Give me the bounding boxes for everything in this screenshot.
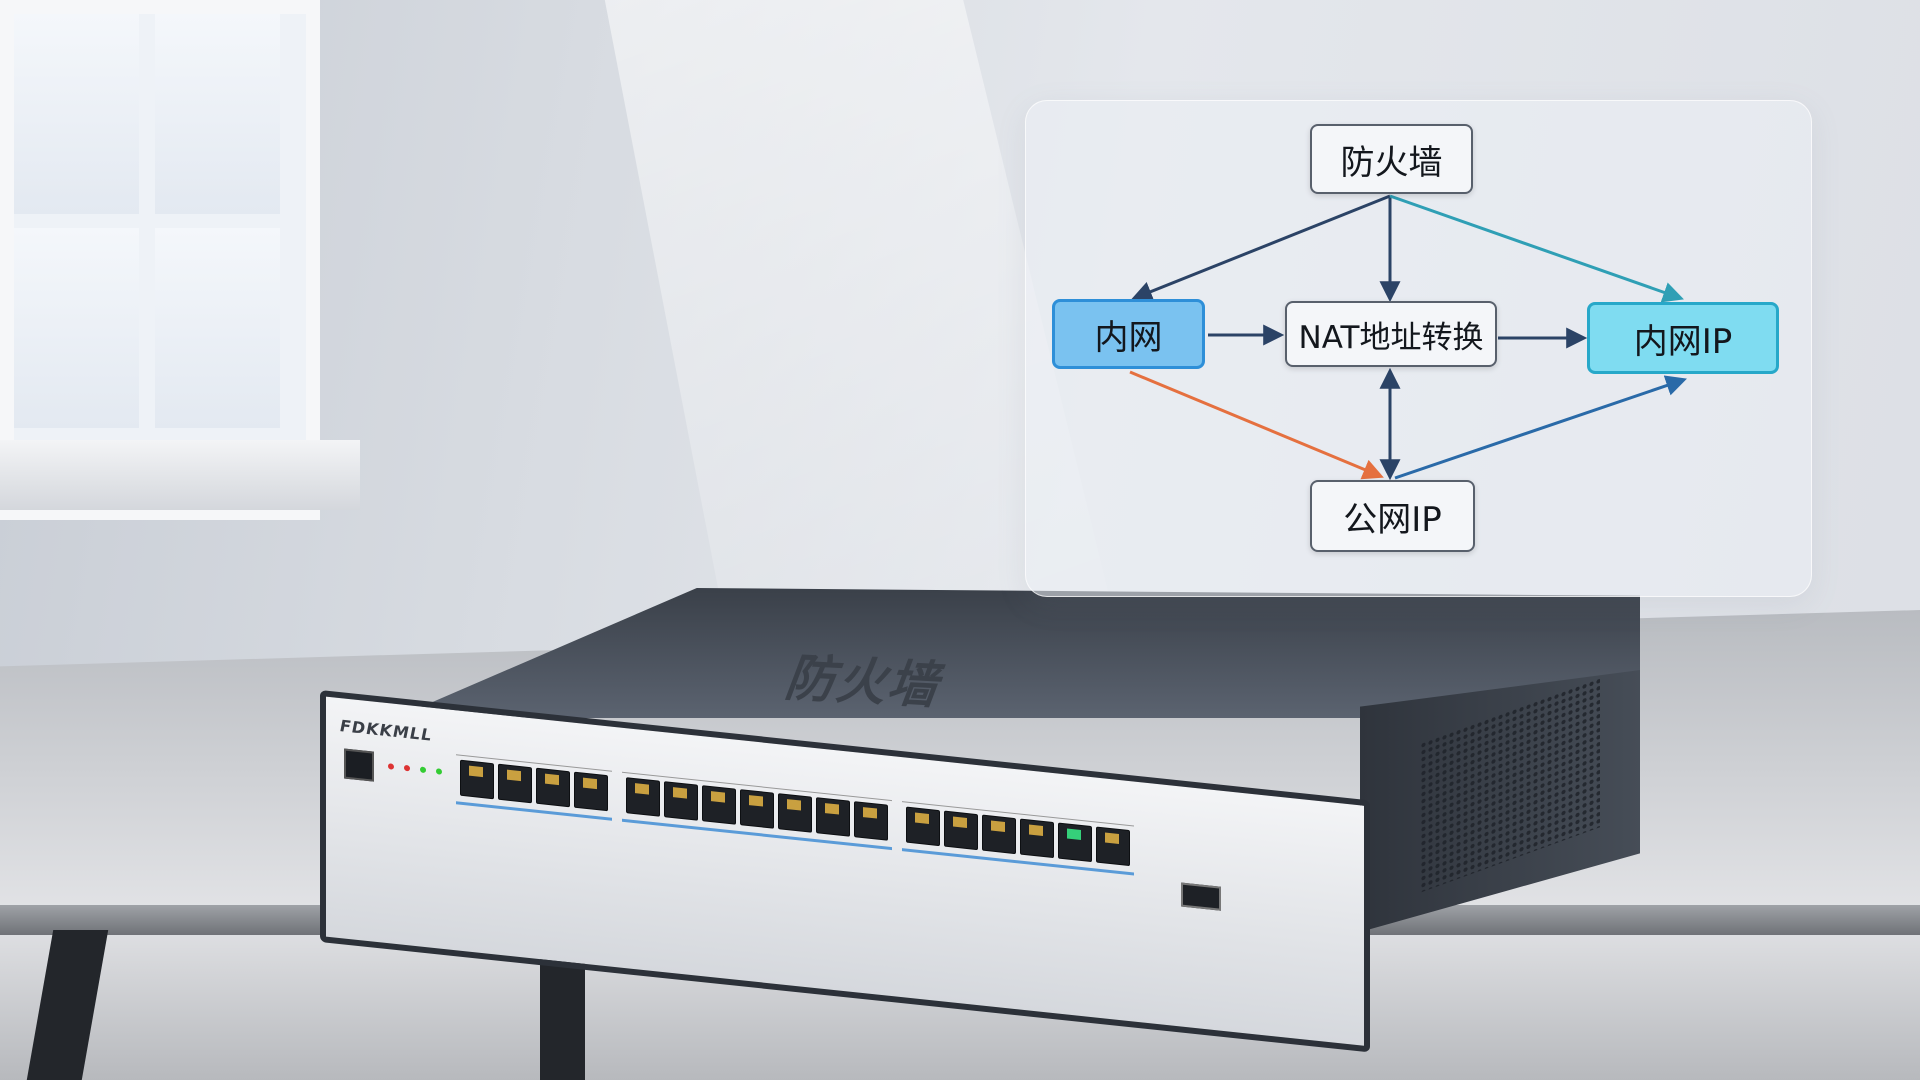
ethernet-port[interactable]: [574, 771, 608, 812]
ethernet-port[interactable]: [854, 801, 888, 841]
edge-firewall-intranet: [1131, 194, 1391, 302]
window: [0, 0, 320, 520]
ethernet-port[interactable]: [498, 763, 532, 804]
ethernet-port[interactable]: [944, 810, 978, 851]
ethernet-port[interactable]: [816, 797, 850, 837]
ethernet-port-bank: [456, 754, 1142, 876]
node-nat: NAT地址转换: [1285, 301, 1497, 367]
ethernet-port[interactable]: [982, 814, 1016, 855]
ethernet-port[interactable]: [460, 759, 494, 800]
ethernet-port[interactable]: [626, 777, 660, 817]
ethernet-port[interactable]: [664, 781, 698, 821]
device-brand-label: FDKKMLL: [340, 716, 433, 745]
port-group: [902, 801, 1134, 876]
node-firewall: 防火墙: [1310, 124, 1473, 194]
window-pane: [14, 228, 139, 428]
status-led: [420, 766, 426, 774]
window-pane: [155, 228, 280, 428]
power-button[interactable]: [344, 748, 374, 782]
ethernet-port[interactable]: [906, 806, 940, 847]
ethernet-port[interactable]: [536, 767, 570, 808]
ethernet-port-active[interactable]: [1058, 822, 1092, 863]
window-pane: [14, 14, 139, 214]
diagram-edges: [1129, 194, 1687, 481]
port-group: [456, 754, 612, 821]
ethernet-port[interactable]: [1096, 826, 1130, 867]
port-group: [622, 771, 892, 851]
node-public-ip: 公网IP: [1310, 480, 1475, 552]
node-intranet-ip: 内网IP: [1587, 302, 1779, 374]
ethernet-port[interactable]: [702, 785, 736, 825]
sfp-port[interactable]: [1181, 882, 1221, 911]
edge-public-ip-intranet-ip: [1394, 375, 1687, 480]
window-pane: [155, 14, 280, 214]
status-led: [436, 768, 442, 775]
node-intranet: 内网: [1052, 299, 1205, 369]
ethernet-port[interactable]: [740, 789, 774, 829]
device-top-logo: 防火墙: [778, 648, 954, 716]
status-led: [388, 763, 394, 770]
ethernet-port[interactable]: [1020, 818, 1054, 859]
ethernet-port[interactable]: [778, 793, 812, 833]
status-led: [404, 764, 410, 772]
window-sill: [0, 440, 360, 510]
edge-intranet-public-ip: [1129, 370, 1384, 480]
edge-firewall-intranet-ip: [1389, 194, 1684, 303]
